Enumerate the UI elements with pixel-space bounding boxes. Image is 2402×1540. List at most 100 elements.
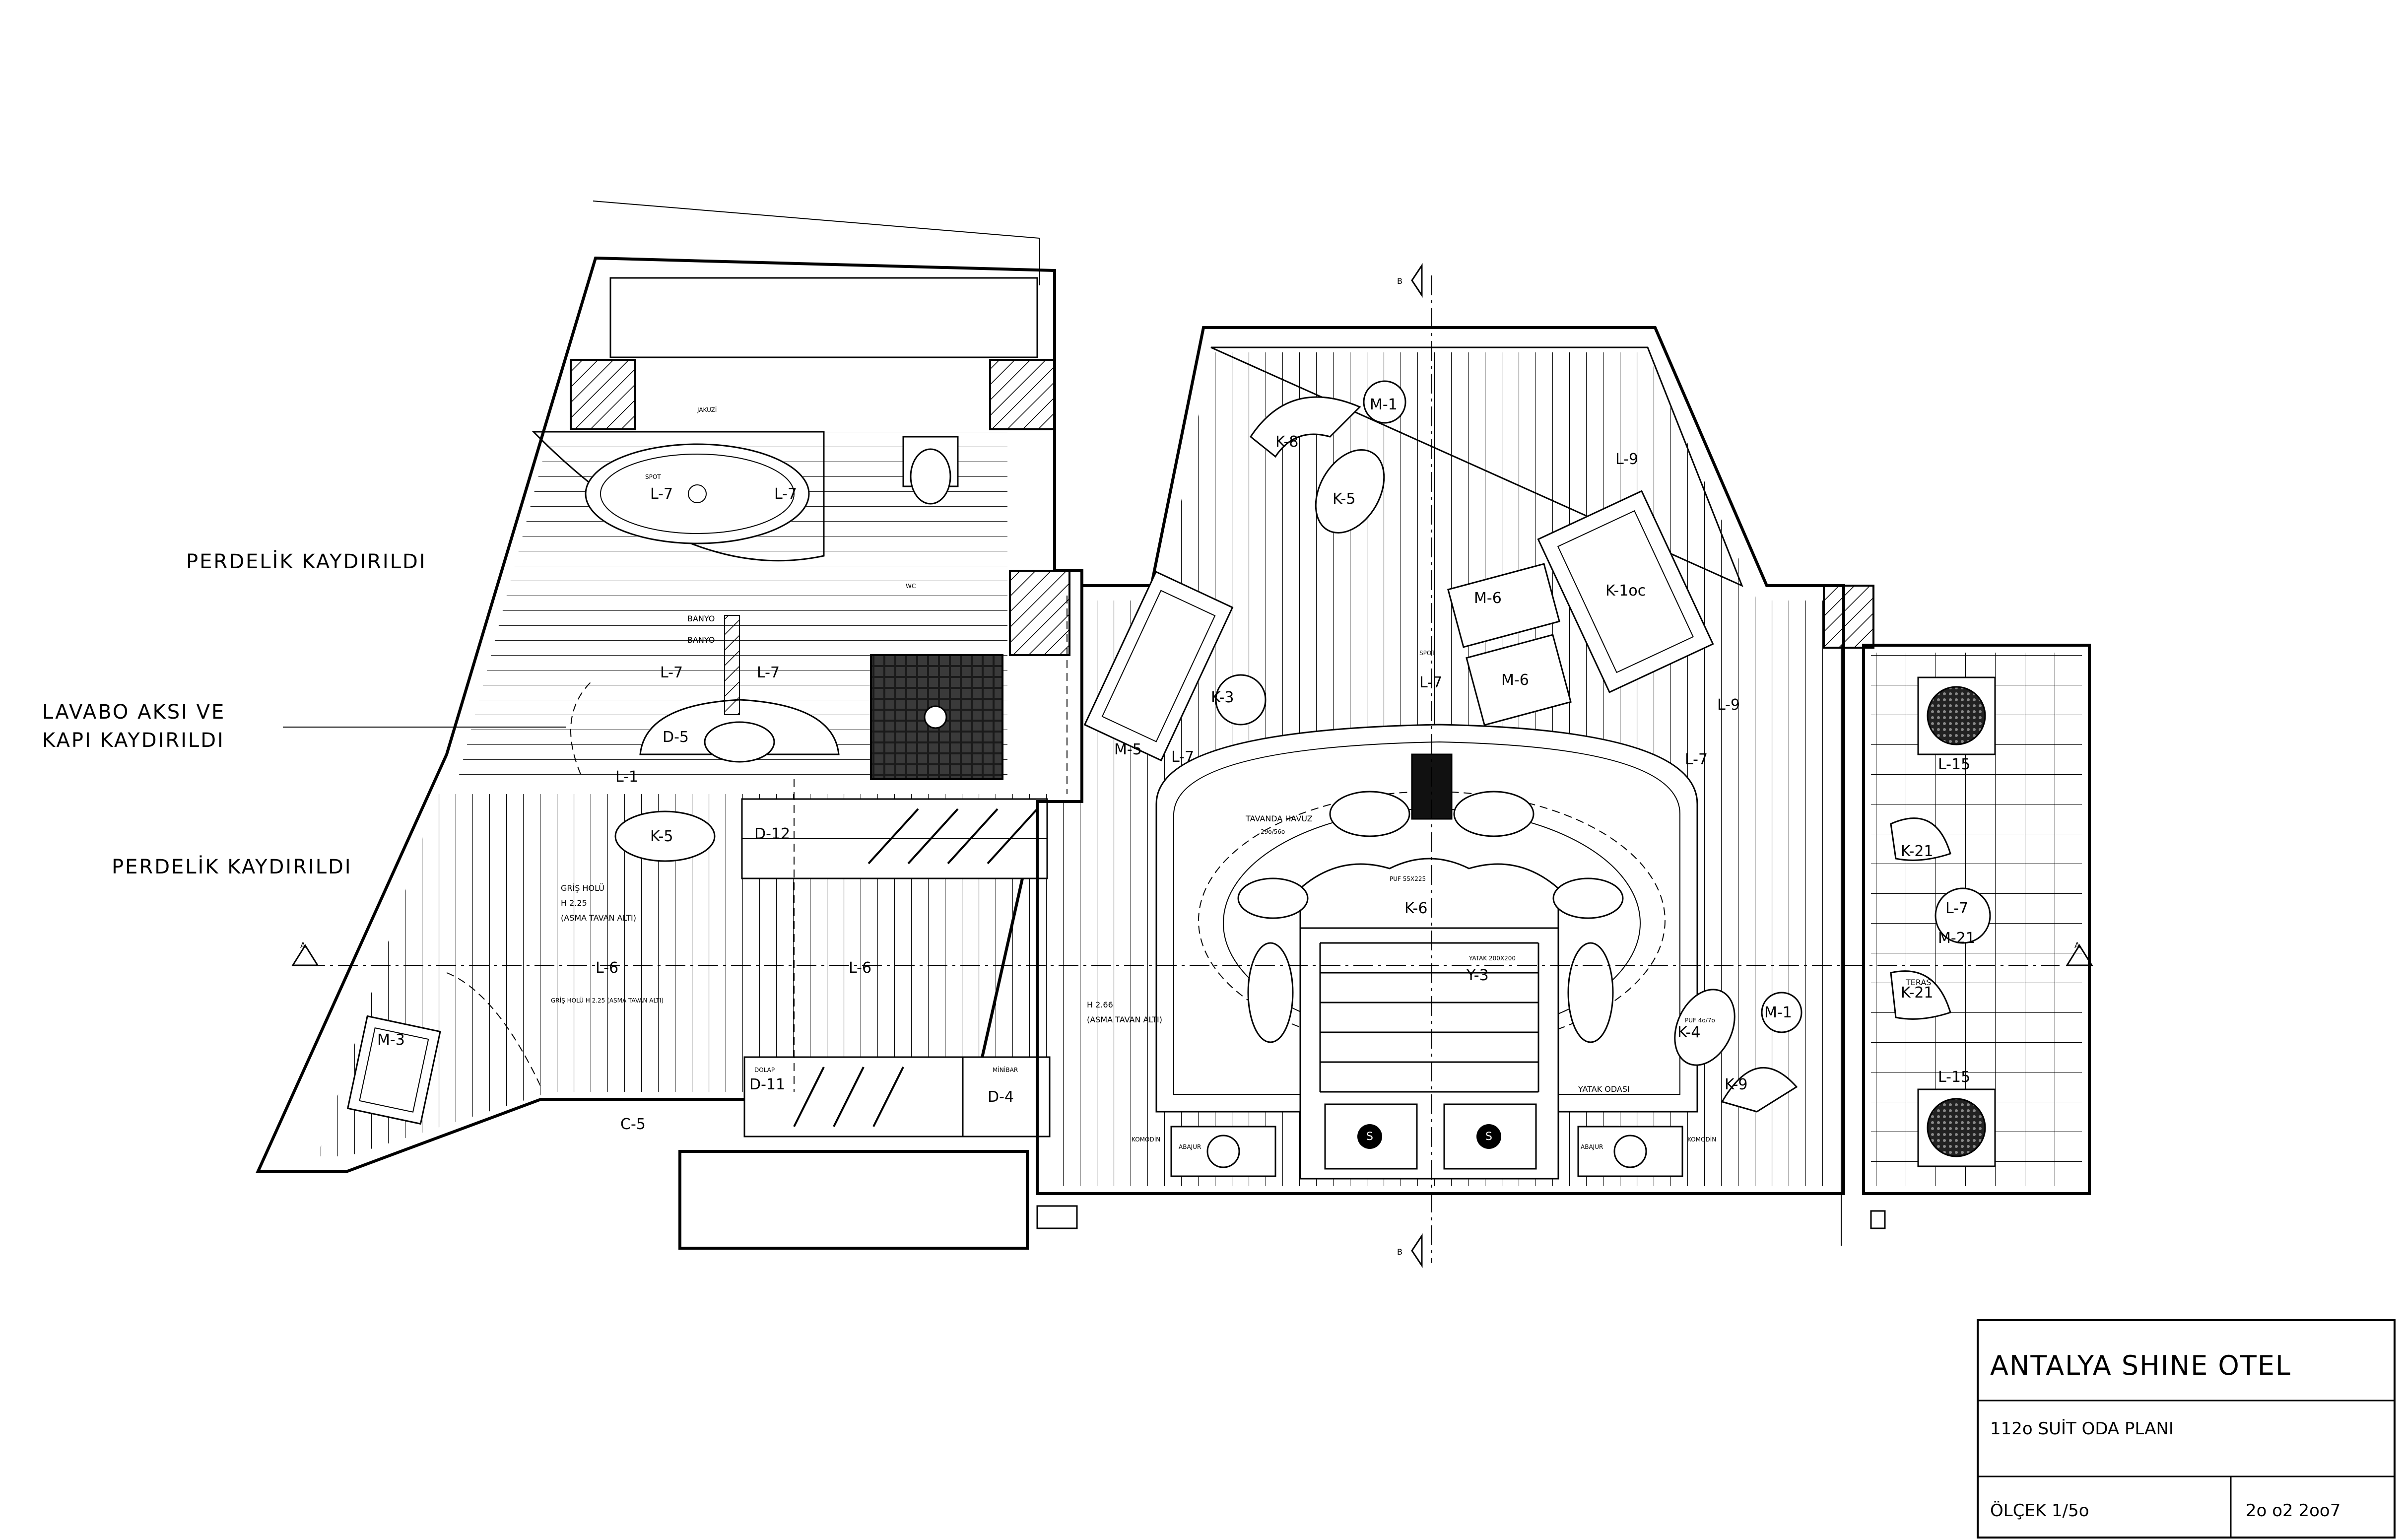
dolap-label: DOLAP — [754, 1067, 775, 1073]
tag-l7: L-7 — [774, 485, 797, 503]
room-entry-hall-note: (ASMA TAVAN ALTI) — [561, 913, 636, 923]
tag-d4: D-4 — [988, 1088, 1014, 1106]
terrace — [1862, 644, 2091, 1195]
tag-y3: Y-3 — [1466, 967, 1489, 984]
column — [1823, 585, 1874, 649]
pillow-s-left: S — [1366, 1131, 1373, 1143]
tag-d5: D-5 — [663, 729, 689, 746]
tag-k9: K-9 — [1725, 1076, 1747, 1093]
pillow-s-right: S — [1485, 1131, 1492, 1143]
abajur-label: ABAJUR — [1179, 1143, 1201, 1150]
tag-l1: L-1 — [615, 768, 638, 786]
pillow-logo-icon — [1476, 1124, 1501, 1149]
right-wing — [1036, 326, 2091, 1246]
tag-k21: K-21 — [1901, 984, 1934, 1002]
bed-bench — [1299, 858, 1559, 929]
abajur-label: ABAJUR — [1581, 1143, 1603, 1150]
room-bedroom-height: H 2.66 — [1087, 1000, 1113, 1009]
tag-m1: M-1 — [1370, 396, 1398, 413]
section-mark-B-top — [1411, 263, 1423, 298]
door-swing — [570, 679, 594, 775]
terrace-chair-2 — [1890, 970, 1951, 1020]
table-m1-top — [1363, 380, 1406, 424]
axis-lines — [305, 275, 2060, 1263]
room-bedroom-note: (ASMA TAVAN ALTI) — [1087, 1015, 1162, 1024]
tag-l7: L-7 — [660, 664, 683, 681]
door-swing — [446, 972, 541, 1087]
tag-d11: D-11 — [749, 1076, 785, 1093]
spot-label: SPOT — [645, 473, 661, 480]
tag-k4: K-4 — [1677, 1024, 1700, 1041]
terrace-table — [1935, 887, 1991, 944]
tag-l15: L-15 — [1938, 756, 1970, 773]
tag-k6: K-6 — [1404, 900, 1427, 917]
note-sink-axis-1: LAVABO AKSI VE — [42, 701, 225, 724]
fixture-notes: SPOT SPOT ABAJUR ABAJUR KOMODİN KOMODİN … — [645, 406, 1716, 1150]
plant-top-icon — [1927, 686, 1986, 745]
note-curtain-bottom: PERDELİK KAYDIRILDI — [112, 855, 352, 878]
section-mark-A-right — [2066, 944, 2093, 966]
tag-k5: K-5 — [650, 828, 673, 845]
tag-l15: L-15 — [1938, 1069, 1970, 1086]
tag-l7: L-7 — [650, 485, 673, 503]
section-mark-B-bottom — [1411, 1233, 1423, 1268]
project-title: ANTALYA SHINE OTEL — [1990, 1350, 2291, 1381]
bed-lines — [1319, 942, 1539, 1093]
tag-l7: L-7 — [1685, 751, 1708, 768]
tag-l7: L-7 — [1945, 900, 1968, 917]
chaise-m5 — [1083, 571, 1234, 762]
tag-m1: M-1 — [1764, 1004, 1792, 1021]
construction-line — [593, 201, 1040, 285]
pillow-logo-icon — [1357, 1124, 1382, 1149]
tag-k3: K-3 — [1211, 689, 1234, 706]
tag-k10: K-1oc — [1605, 582, 1646, 600]
komodin-label: KOMODİN — [1132, 1136, 1160, 1143]
section-label-A-right: A — [2074, 940, 2080, 950]
tag-l6: L-6 — [596, 959, 618, 977]
shower-drain-icon — [924, 705, 947, 729]
wc-label: WC — [906, 583, 916, 590]
tag-l7: L-7 — [1419, 674, 1442, 691]
armchair-k8 — [1249, 396, 1361, 458]
room-entry-hall: GRİŞ HOLÜ — [561, 883, 604, 893]
upper-balcony — [609, 277, 1038, 358]
komodin-label: KOMODİN — [1687, 1136, 1716, 1143]
tag-m5: M-5 — [1114, 741, 1142, 758]
table-m1b — [1761, 992, 1802, 1033]
mirror-column — [724, 615, 740, 715]
side-pouf-label: PUF 4o/7o — [1685, 1017, 1715, 1024]
wc-bowl — [910, 448, 951, 505]
section-label-B-bottom: B — [1397, 1247, 1402, 1257]
tag-m3: M-3 — [377, 1031, 405, 1049]
hall-rug — [614, 810, 716, 862]
sink-basin — [704, 721, 775, 763]
spot-label: SPOT — [1419, 650, 1435, 657]
bathroom-floor — [457, 429, 1007, 784]
room-bathroom: BANYO — [687, 635, 715, 645]
drawing-title: 112o SUİT ODA PLANI — [1990, 1419, 2174, 1439]
tag-l7: L-7 — [757, 664, 780, 681]
room-entry-hall-2: GRİŞ HOLÜ H 2.25 (ASMA TAVAN ALTI) — [551, 996, 664, 1004]
room-bedroom: YATAK ODASI — [1578, 1084, 1630, 1094]
desk-m6b — [1466, 634, 1572, 726]
pouf-k4 — [1674, 989, 1735, 1066]
column — [1009, 570, 1070, 656]
fixture-tags: L-7 L-7 L-7 L-7 L-7 L-7 L-7 L-7 L-1 L-6 … — [377, 396, 1975, 1133]
tag-m21: M-21 — [1938, 930, 1975, 947]
tag-k21: K-21 — [1901, 843, 1934, 860]
table-k3 — [1215, 674, 1267, 726]
lower-niche — [1036, 1205, 1078, 1229]
drain-icon — [688, 484, 707, 503]
column — [989, 359, 1056, 430]
tag-m6: M-6 — [1501, 671, 1529, 689]
note-curtain-top: PERDELİK KAYDIRILDI — [186, 549, 427, 573]
tag-d12: D-12 — [754, 825, 790, 843]
tag-k5: K-5 — [1333, 490, 1355, 508]
note-sink-axis-2: KAPI KAYDIRILDI — [42, 729, 225, 752]
pouf-label: PUF 55X225 — [1390, 875, 1426, 882]
scale-label: ÖLÇEK 1/5o — [1990, 1500, 2089, 1521]
terrace-chair-1 — [1890, 817, 1951, 861]
column — [570, 359, 636, 430]
minibar-cabinet — [962, 1056, 1051, 1138]
